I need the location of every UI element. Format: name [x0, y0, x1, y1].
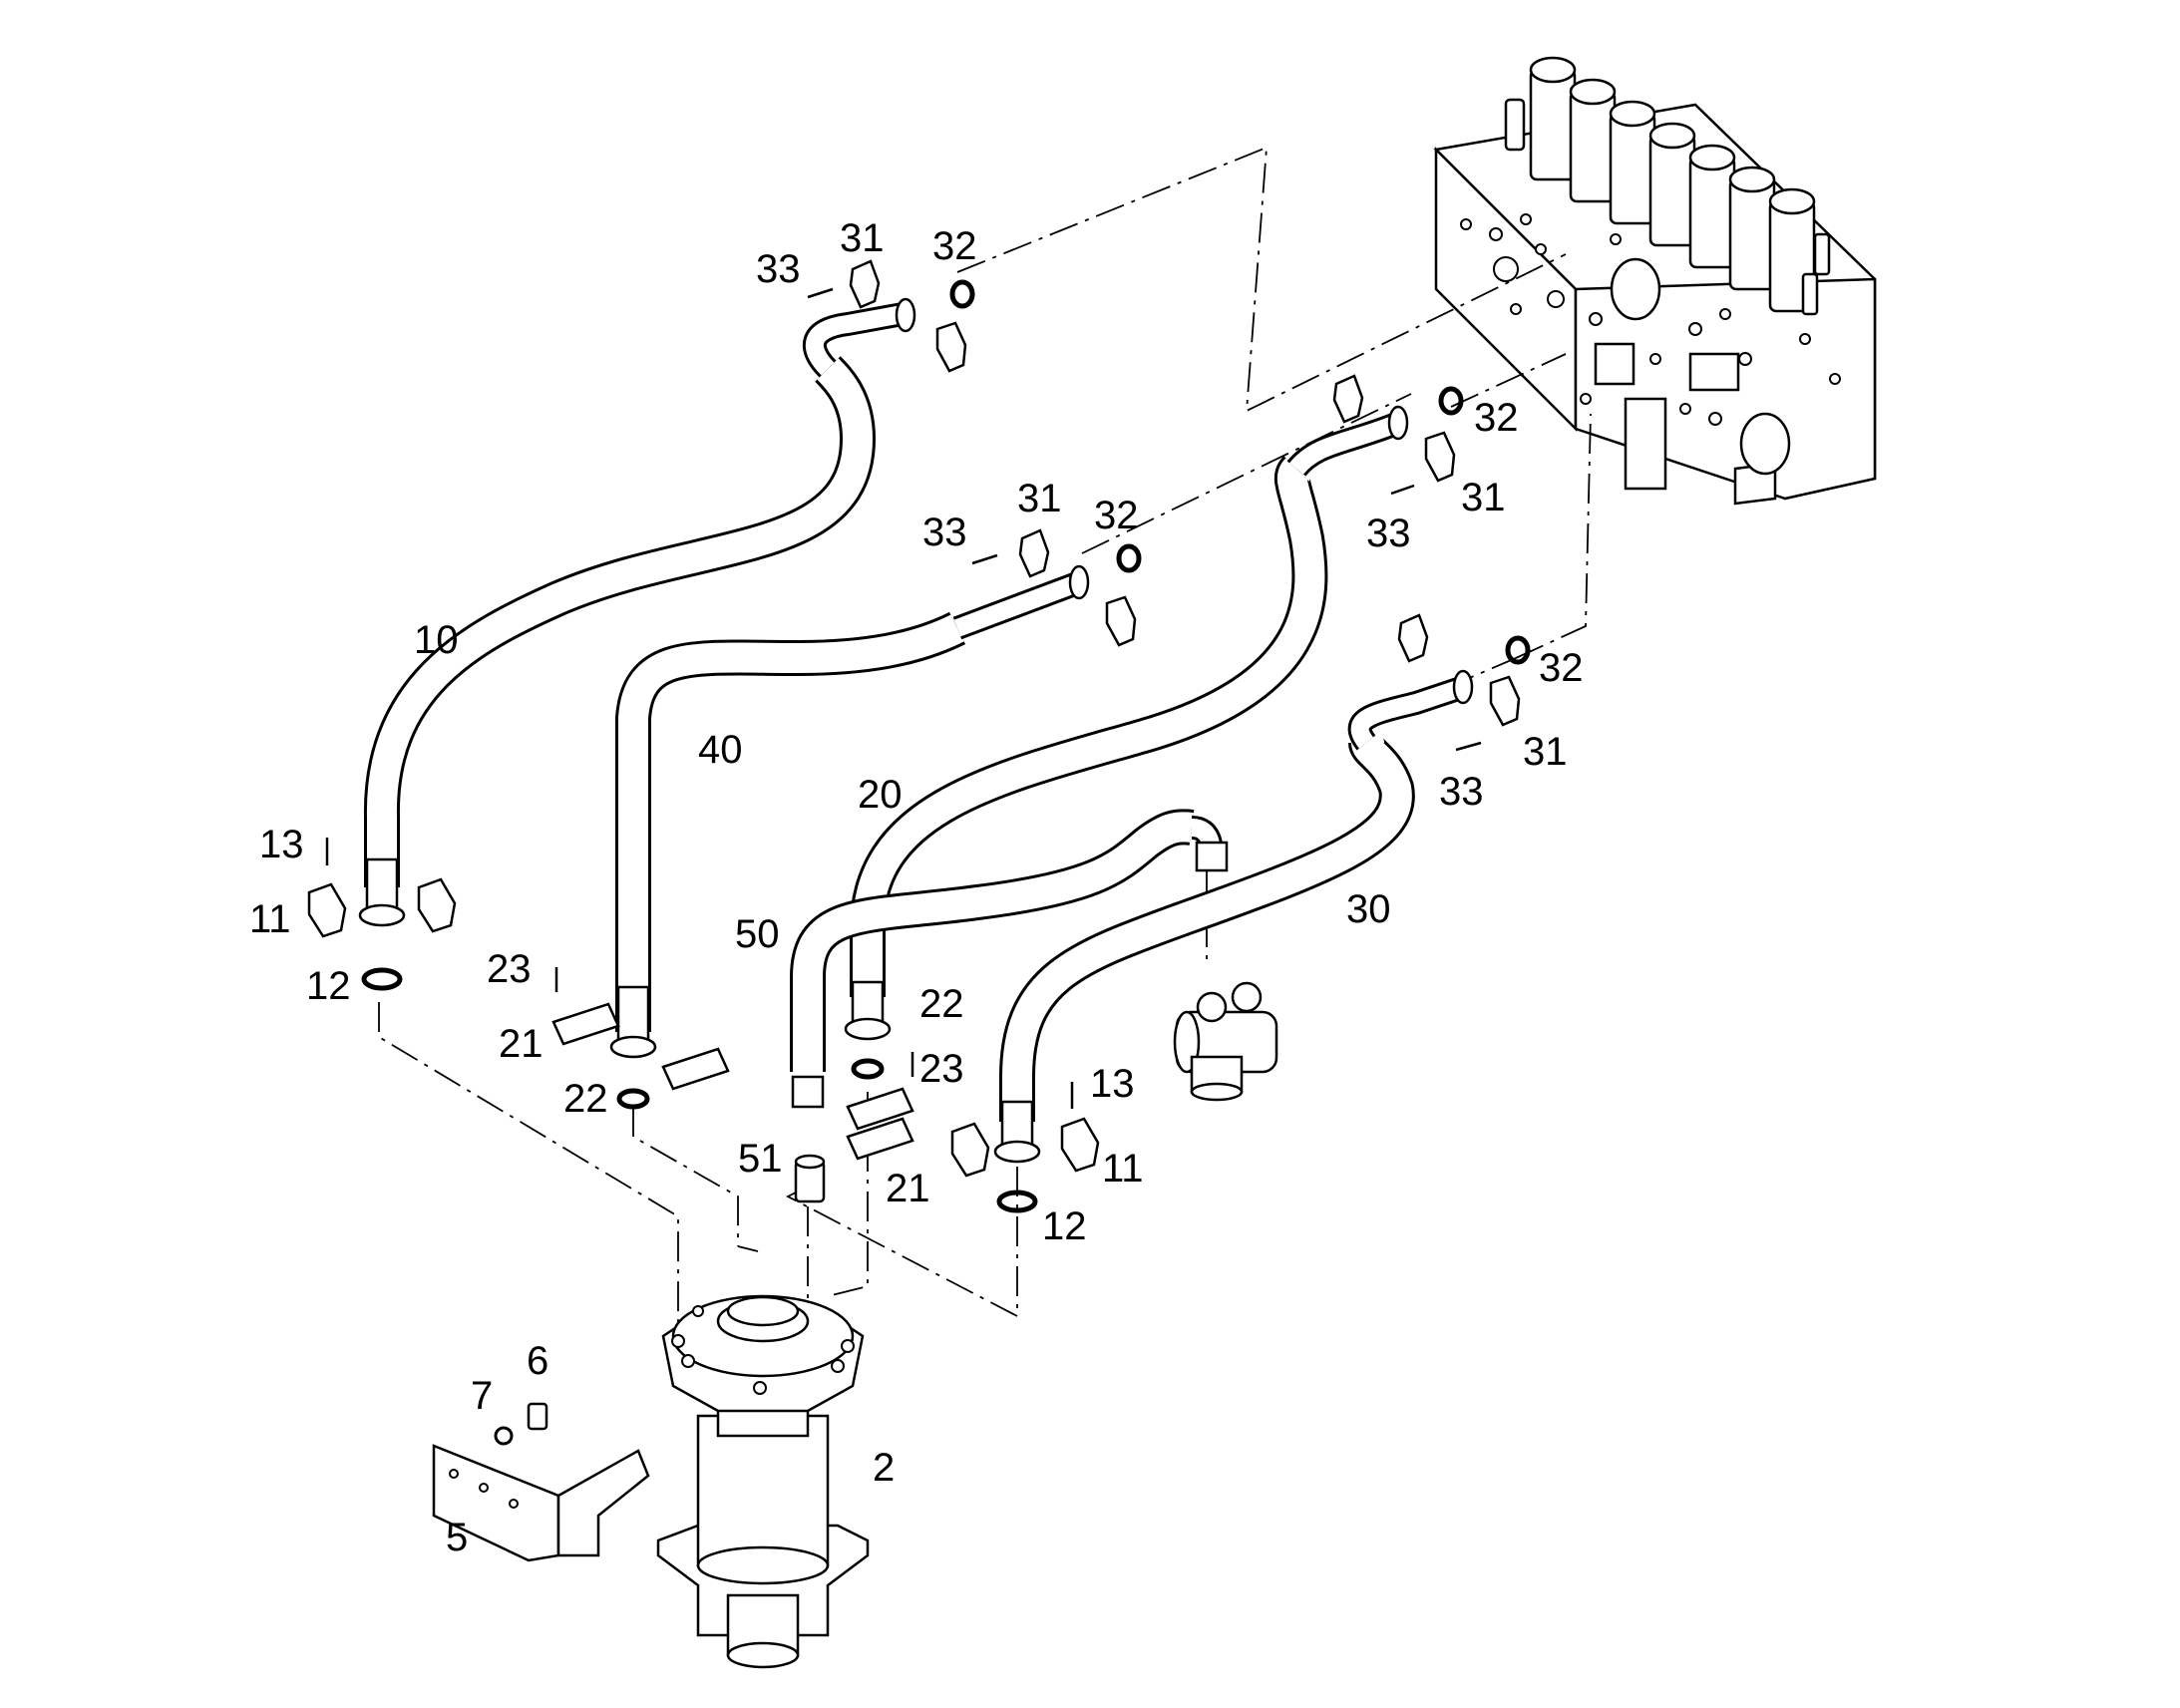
callout-51: 51	[738, 1137, 783, 1181]
callout-5: 5	[446, 1516, 468, 1559]
callout-31-a: 31	[840, 216, 885, 260]
swivel-joint	[656, 1294, 870, 1669]
callout-33-a: 33	[756, 247, 801, 291]
callout-32-d: 32	[1539, 646, 1584, 690]
callout-22-left: 22	[563, 1077, 608, 1121]
adapter-51	[794, 1154, 826, 1203]
hose-30	[993, 669, 1474, 1164]
hose-40	[609, 564, 1090, 1059]
callout-40: 40	[698, 728, 743, 772]
callout-22-right: 22	[919, 982, 964, 1026]
callout-11-left: 11	[249, 897, 291, 941]
swivel-fitting	[1173, 981, 1278, 1102]
callout-32-a: 32	[932, 224, 977, 268]
mounting-bracket	[432, 1402, 650, 1562]
callout-20: 20	[858, 773, 903, 817]
callout-32-b: 32	[1094, 494, 1139, 537]
callout-13-right: 13	[1090, 1062, 1135, 1106]
callout-7: 7	[471, 1374, 493, 1418]
hose-50	[790, 809, 1229, 1109]
callout-2: 2	[873, 1446, 895, 1490]
callout-23-right: 23	[919, 1047, 964, 1091]
hose-20	[844, 405, 1409, 1041]
control-valve-block	[1433, 56, 1877, 506]
callout-13-left: 13	[259, 823, 304, 866]
callout-31-b: 31	[1017, 477, 1062, 520]
callout-12-right: 12	[1042, 1204, 1087, 1248]
callout-11-right: 11	[1102, 1147, 1144, 1191]
assembly-centerlines	[378, 146, 1592, 1326]
hose-10	[358, 297, 916, 927]
callout-12-left: 12	[306, 964, 351, 1008]
callout-33-d: 33	[1439, 770, 1484, 814]
valve-ports	[1460, 213, 1841, 476]
callout-33-b: 33	[922, 511, 967, 554]
callout-50: 50	[735, 912, 780, 956]
callout-31-d: 31	[1523, 730, 1568, 774]
callout-labels: 2 5 6 7 10 11 11 12 12 13 13 20 21 21 22…	[249, 216, 1584, 1559]
flange-clamps	[307, 259, 1521, 1178]
o-rings	[361, 279, 1531, 1213]
bolts	[325, 287, 1482, 1109]
callout-6: 6	[527, 1339, 548, 1383]
callout-23-left: 23	[487, 947, 532, 991]
callout-32-c: 32	[1474, 396, 1519, 440]
valve-spool-caps	[1504, 56, 1831, 316]
callout-33-c: 33	[1366, 512, 1411, 555]
callout-31-c: 31	[1461, 476, 1506, 519]
callout-21-right: 21	[886, 1167, 930, 1210]
callout-30: 30	[1346, 887, 1391, 931]
callout-21-left: 21	[499, 1022, 544, 1066]
callout-10: 10	[414, 618, 459, 662]
